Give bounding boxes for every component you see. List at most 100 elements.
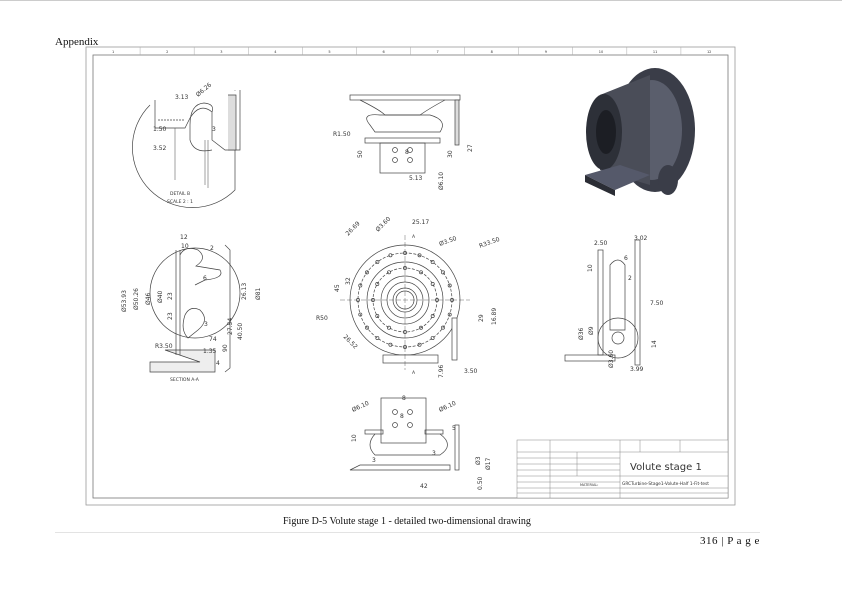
dimension-label: 27 xyxy=(467,144,474,152)
dimension-label: 3 xyxy=(432,450,436,457)
dimension-label: 2.50 xyxy=(594,240,608,247)
dimension-label: 6 xyxy=(203,275,207,282)
dimension-label: 2 xyxy=(210,245,214,252)
drawing-stroke xyxy=(174,128,209,188)
dimension-label: 45 xyxy=(334,284,341,292)
border-zone-label: 7 xyxy=(437,50,439,54)
dimension-label: 50 xyxy=(357,150,364,158)
page-top-rule xyxy=(0,0,842,1)
top-view: R1.50 50 8 30 27 5.13 Ø6.10 xyxy=(333,94,474,190)
dimension-label: 8 xyxy=(400,413,404,420)
drawing-stroke xyxy=(356,251,454,349)
border-zone-label: 5 xyxy=(328,50,330,54)
drawing-stroke xyxy=(585,165,650,190)
drawing-stroke xyxy=(149,247,241,339)
border-zone-label: 6 xyxy=(382,50,384,54)
dimension-label: 7.96 xyxy=(438,364,445,378)
drawing-stroke xyxy=(224,244,231,373)
dimension-label: Ø50.26 xyxy=(133,288,140,310)
drawing-stroke xyxy=(407,147,413,153)
drawing-stroke xyxy=(585,175,615,196)
dimension-label: Ø3.60 xyxy=(608,350,615,368)
dimension-label: 25.17 xyxy=(412,219,429,226)
bolt-hole xyxy=(375,282,380,286)
footer-rule xyxy=(55,532,760,533)
drawing-stroke xyxy=(516,439,729,499)
dimension-label: 7.50 xyxy=(650,300,664,307)
bolt-hole xyxy=(430,314,435,318)
dimension-label: 3 xyxy=(372,457,376,464)
dimension-label: Ø36 xyxy=(578,327,585,340)
dimension-label: Ø6.10 xyxy=(438,172,445,190)
title-block: MATERIAL: Volute stage 1 GRCTurbine-Stag… xyxy=(516,439,729,499)
dimension-label: 26.13 xyxy=(241,283,248,300)
drawing-stroke xyxy=(658,165,678,195)
bolt-hole xyxy=(419,270,423,275)
dimension-label: 3 xyxy=(212,126,216,133)
dimension-label: 4 xyxy=(216,360,220,367)
dimension-label: 23 xyxy=(167,292,174,300)
drawing-stroke xyxy=(382,354,439,364)
drawing-stroke xyxy=(189,102,213,152)
drawing-stroke xyxy=(454,424,460,471)
drawing-stroke xyxy=(454,99,460,146)
page-header: Appendix xyxy=(55,36,99,48)
dimension-label: 0.50 xyxy=(477,476,484,490)
dimension-label: 29 xyxy=(478,314,485,322)
bolt-hole xyxy=(358,283,363,288)
dimension-label: 32 xyxy=(345,277,352,285)
dimension-label: Ø3 xyxy=(475,456,482,465)
dimension-label: 3.13 xyxy=(175,94,189,101)
dimension-label: 5 xyxy=(452,425,456,432)
dimension-label: R3.50 xyxy=(155,343,173,350)
dimension-label: 10 xyxy=(181,243,189,250)
bolt-hole xyxy=(447,312,452,317)
bolt-hole xyxy=(388,342,393,347)
border-zone-label: 4 xyxy=(274,50,277,54)
dimension-label: 14 xyxy=(651,340,658,348)
bolt-hole xyxy=(430,336,435,340)
dimension-label: 10 xyxy=(351,434,358,442)
drawing-stroke xyxy=(596,110,616,154)
dimension-label: Ø40 xyxy=(157,290,164,303)
dimension-label: A xyxy=(412,370,416,376)
figure-caption: Figure D-5 Volute stage 1 - detailed two… xyxy=(283,516,531,527)
drawing-stroke xyxy=(407,157,413,163)
drawing-stroke xyxy=(597,317,639,359)
bolt-hole xyxy=(387,270,391,275)
title-block-material: MATERIAL: xyxy=(580,483,598,487)
border-zone-label: 3 xyxy=(220,50,222,54)
dimension-label: R50 xyxy=(316,315,328,322)
dimension-label: 3 xyxy=(204,321,208,328)
dimension-label: Ø17 xyxy=(485,457,492,470)
drawing-stroke xyxy=(182,308,205,339)
border-zone-label: 11 xyxy=(653,50,657,54)
drawing-stroke xyxy=(366,114,443,133)
drawing-stroke xyxy=(349,94,461,101)
bolt-hole xyxy=(441,325,445,330)
dimension-label: 40.50 xyxy=(237,323,244,340)
dimension-label: 3.50 xyxy=(464,368,478,375)
drawing-stroke xyxy=(407,409,413,415)
bolt-hole xyxy=(430,282,435,286)
drawing-stroke xyxy=(611,331,625,345)
dimension-label: Ø53.93 xyxy=(121,290,128,312)
dimension-label: DETAIL B xyxy=(170,191,190,197)
drawing-stroke xyxy=(424,429,444,435)
bolt-hole xyxy=(375,336,380,340)
dimension-label: 74 xyxy=(209,336,217,343)
border-zone-label: 1 xyxy=(112,50,114,54)
detail-b-view: 3.13 Ø6.26 1.50 3 3.52 DETAIL B SCALE 2 … xyxy=(132,81,241,208)
bolt-hole xyxy=(417,342,422,347)
border-zone-label: 10 xyxy=(599,50,603,54)
drawing-stroke xyxy=(364,429,384,435)
title-block-part-name: GRCTurbine-Stage1-Volute-Half 1-Fit-test xyxy=(622,481,709,487)
dimension-label: 6 xyxy=(624,255,628,262)
dimension-label: 3.52 xyxy=(153,145,167,152)
drawing-stroke xyxy=(175,250,181,355)
bolt-hole xyxy=(387,325,391,330)
drawing-stroke xyxy=(179,248,222,286)
drawing-stroke xyxy=(392,409,398,415)
